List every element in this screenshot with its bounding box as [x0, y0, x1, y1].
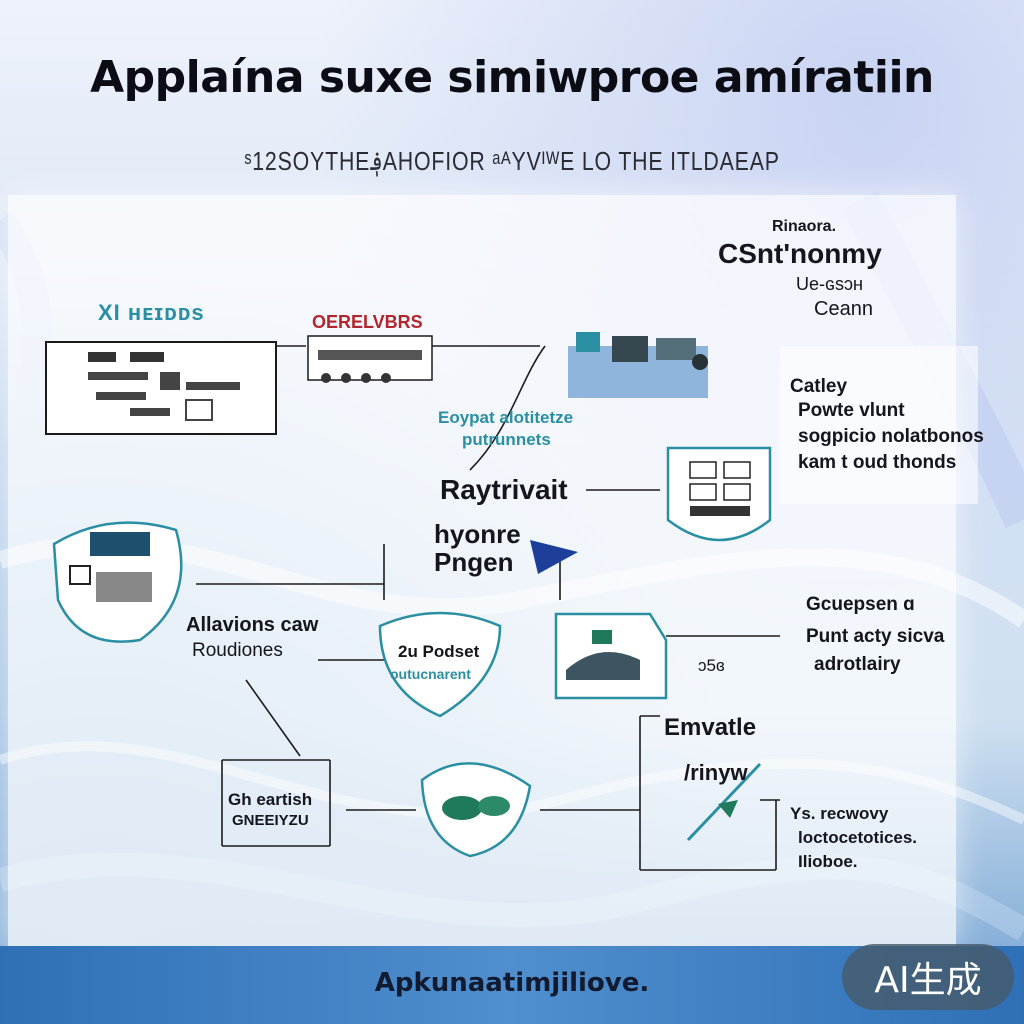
right-note-3: sogpicio nolatbonos	[798, 426, 984, 447]
machinery-shield-node	[52, 521, 183, 643]
right-note-4: kam t oud thonds	[798, 452, 957, 473]
right-header-line1: Rinaora.	[772, 218, 837, 235]
emvatle-label-2: /rinyw	[684, 760, 748, 785]
mid-right-note-3: adrotlairy	[814, 654, 901, 675]
raytrivait-label: Raytrivait	[440, 474, 568, 505]
center-caption-1: Eoypat alotitetze	[438, 408, 574, 427]
right-note-2: Powte vlunt	[798, 400, 905, 421]
right-notes-panel	[780, 346, 978, 504]
emvatle-label-1: Emvatle	[664, 714, 757, 741]
mid-right-note-1: Gcuepsen ɑ	[806, 594, 915, 615]
bottom-right-note-1: Ys. recwovy	[790, 804, 889, 823]
grid-shield-node	[666, 446, 772, 542]
overview-label: OERELVBRS	[312, 312, 423, 332]
play-triangle	[530, 540, 578, 574]
bottom-right-note-3: Ilioboe.	[798, 852, 858, 871]
ai-generated-badge: AI生成	[842, 944, 1014, 1010]
right-header-line4: Ceann	[814, 298, 873, 320]
right-header-line3: Ue-ɢsɔʜ	[796, 274, 863, 294]
gheart-label-1: Gh eartish	[228, 790, 313, 809]
gheart-label-2: GNEEIYZU	[232, 812, 309, 829]
left-document-box	[45, 341, 277, 435]
right-header-line2: CSnt'nonmy	[718, 238, 882, 269]
hyonre-label-2: Pngen	[434, 547, 514, 577]
factory-illustration	[568, 332, 708, 398]
hyonre-label-1: hyonre	[434, 519, 521, 549]
left-label-1: Allavions caw	[186, 614, 319, 636]
podset-shield-node	[378, 611, 502, 718]
center-caption-2: putrunnets	[462, 430, 551, 449]
footer-caption: Apkunaatimjiliove.	[374, 968, 650, 998]
small-number: ɔ5ɞ	[698, 656, 725, 675]
emvatle-arrow	[686, 762, 762, 842]
connector-lines	[196, 345, 780, 871]
bottom-right-note-2: loctocetotices.	[798, 828, 918, 847]
overview-box	[307, 335, 433, 383]
page-title: Applaína suxe simiwproе amíratiin	[90, 52, 934, 103]
podset-label-1: 2u Podset	[398, 642, 480, 661]
left-label-2: Roudiones	[192, 640, 283, 661]
tree-shield-node	[420, 762, 532, 858]
top-left-label: XI ʜᴇɪᴅᴅs	[98, 300, 205, 325]
podset-label-2: outucnarent	[390, 666, 471, 682]
right-note-1: Catley	[790, 376, 848, 397]
mid-right-note-2: Punt acty sicva	[806, 626, 945, 647]
page-subtitle: ˢ12SOYTHE؋AHOFIOR ᵃᴬYVᴵᵂE LO THE ITLDAEA…	[244, 146, 780, 176]
landscape-box	[554, 612, 668, 700]
